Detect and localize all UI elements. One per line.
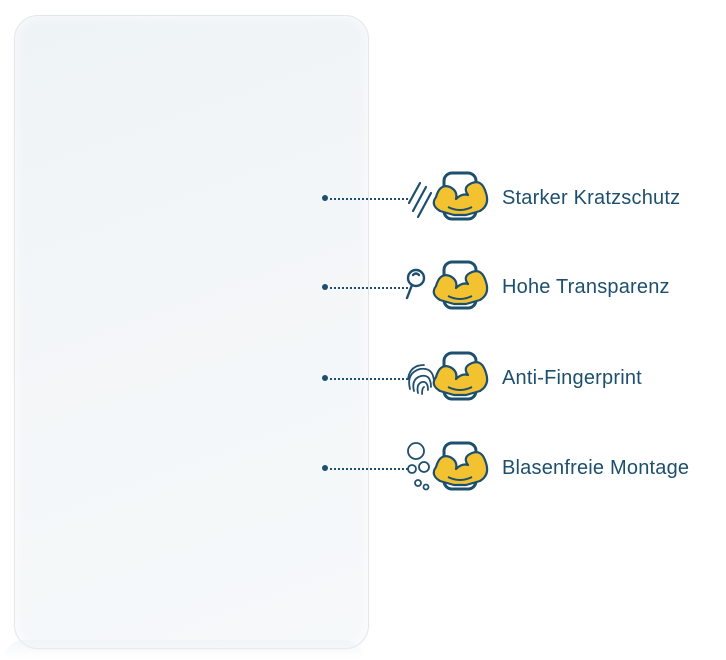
feature-label: Anti-Fingerprint xyxy=(502,367,642,389)
feature-anti-fingerprint: Anti-Fingerprint xyxy=(320,349,720,409)
feature-label: Blasenfreie Montage xyxy=(502,457,690,479)
leader-dot xyxy=(322,465,328,471)
leader-dot xyxy=(322,375,328,381)
leader-line xyxy=(330,198,408,200)
strong-arms-icon xyxy=(432,171,489,221)
strong-arms-icon xyxy=(432,260,489,310)
leader-line xyxy=(330,378,408,380)
scratch-lines-icon xyxy=(404,169,494,229)
strong-arms-icon xyxy=(432,441,489,491)
leader-dot xyxy=(322,284,328,290)
feature-label: Hohe Transparenz xyxy=(502,276,670,298)
feature-bubble-free-mounting: Blasenfreie Montage xyxy=(320,439,720,499)
screen-protector-panel xyxy=(14,15,369,649)
leader-dot xyxy=(322,195,328,201)
magnifier-icon xyxy=(404,258,494,318)
feature-high-transparency: Hohe Transparenz xyxy=(320,258,720,318)
feature-scratch-protection: Starker Kratzschutz xyxy=(320,169,720,229)
leader-line xyxy=(330,468,408,470)
bubbles-icon xyxy=(404,439,494,499)
feature-label: Starker Kratzschutz xyxy=(502,187,681,209)
fingerprint-icon xyxy=(404,349,494,409)
panel-reflection xyxy=(4,640,364,660)
strong-arms-icon xyxy=(432,351,489,401)
leader-line xyxy=(330,287,408,289)
